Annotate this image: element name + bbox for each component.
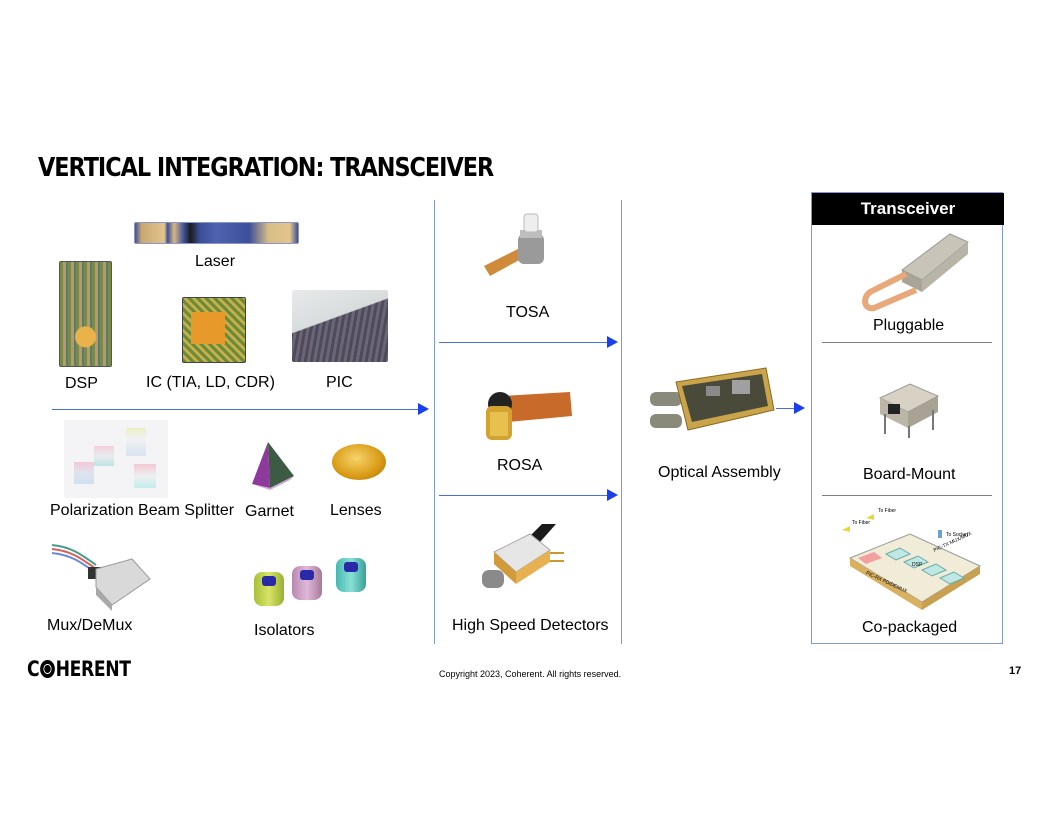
mux-demux-label: Mux/DeMux bbox=[47, 617, 133, 634]
slide-title: VERTICAL INTEGRATION: TRANSCEIVER bbox=[38, 153, 494, 183]
pbs-image bbox=[64, 420, 168, 498]
arrow-head-icon bbox=[607, 336, 618, 348]
isolator-cyan bbox=[336, 558, 366, 592]
flow-line-assembly bbox=[776, 408, 794, 409]
pic-label: PIC bbox=[326, 374, 353, 391]
globe-icon bbox=[40, 660, 55, 678]
dsp-label: DSP bbox=[65, 375, 98, 392]
pbs-cube bbox=[74, 462, 94, 484]
pic-image bbox=[292, 290, 388, 362]
rosa-label: ROSA bbox=[497, 457, 543, 474]
to-fiber-label: To Fiber bbox=[852, 520, 871, 526]
tosa-label: TOSA bbox=[506, 304, 550, 321]
pbs-cube bbox=[134, 464, 156, 488]
isolator-image bbox=[252, 558, 372, 610]
divider-right bbox=[621, 200, 622, 644]
laser-image bbox=[134, 222, 299, 244]
pbs-label: Polarization Beam Splitter bbox=[50, 502, 235, 519]
board-mount-label: Board-Mount bbox=[863, 466, 956, 483]
to-socket-label: To Socket bbox=[946, 532, 968, 538]
ic-label: IC (TIA, LD, CDR) bbox=[146, 374, 275, 391]
transceiver-separator bbox=[822, 495, 992, 496]
flow-line-components bbox=[52, 409, 418, 410]
mux-demux-image bbox=[52, 544, 151, 611]
transceiver-separator bbox=[822, 342, 992, 343]
pbs-cube bbox=[126, 428, 146, 456]
arrow-head-icon bbox=[418, 403, 429, 415]
copyright-text: Copyright 2023, Coherent. All rights res… bbox=[439, 669, 622, 679]
ic-image bbox=[182, 297, 246, 363]
garnet-image bbox=[252, 442, 294, 490]
flow-line-rosa bbox=[439, 495, 607, 496]
to-fiber-label: To Fiber bbox=[878, 508, 897, 514]
laser-label: Laser bbox=[195, 253, 236, 270]
arrow-head-icon bbox=[794, 402, 805, 414]
tosa-image bbox=[484, 213, 544, 276]
optical-assembly-label: Optical Assembly bbox=[658, 464, 781, 481]
page-number: 17 bbox=[1009, 665, 1022, 677]
detectors-label: High Speed Detectors bbox=[452, 617, 609, 634]
transceiver-header: Transceiver bbox=[812, 193, 1004, 225]
isolators-label: Isolators bbox=[254, 622, 315, 639]
garnet-label: Garnet bbox=[245, 503, 294, 520]
detector-image bbox=[482, 524, 564, 588]
dsp-chip-label: DSP bbox=[912, 562, 923, 568]
isolator-green bbox=[254, 572, 284, 606]
dsp-image bbox=[59, 261, 112, 367]
lenses-label: Lenses bbox=[330, 502, 382, 519]
flow-line-tosa bbox=[439, 342, 607, 343]
logo-text-left: C bbox=[27, 657, 40, 681]
pbs-cube bbox=[94, 446, 114, 466]
co-packaged-label: Co-packaged bbox=[862, 619, 958, 636]
board-mount-image bbox=[878, 383, 940, 438]
isolator-pink bbox=[292, 566, 322, 600]
co-packaged-diagram: To Fiber To Fiber To Socket PIC-TX MUX/M… bbox=[840, 506, 996, 610]
rosa-image bbox=[486, 392, 572, 440]
divider-left bbox=[434, 200, 435, 644]
optical-assembly-image bbox=[650, 367, 775, 431]
arrow-head-icon bbox=[607, 489, 618, 501]
pluggable-label: Pluggable bbox=[873, 317, 945, 334]
transceiver-box bbox=[811, 192, 1003, 644]
coherent-logo: C HERENT bbox=[27, 657, 131, 681]
logo-text-right: HERENT bbox=[55, 657, 131, 681]
pluggable-image bbox=[862, 233, 969, 312]
lens-image bbox=[332, 444, 386, 480]
